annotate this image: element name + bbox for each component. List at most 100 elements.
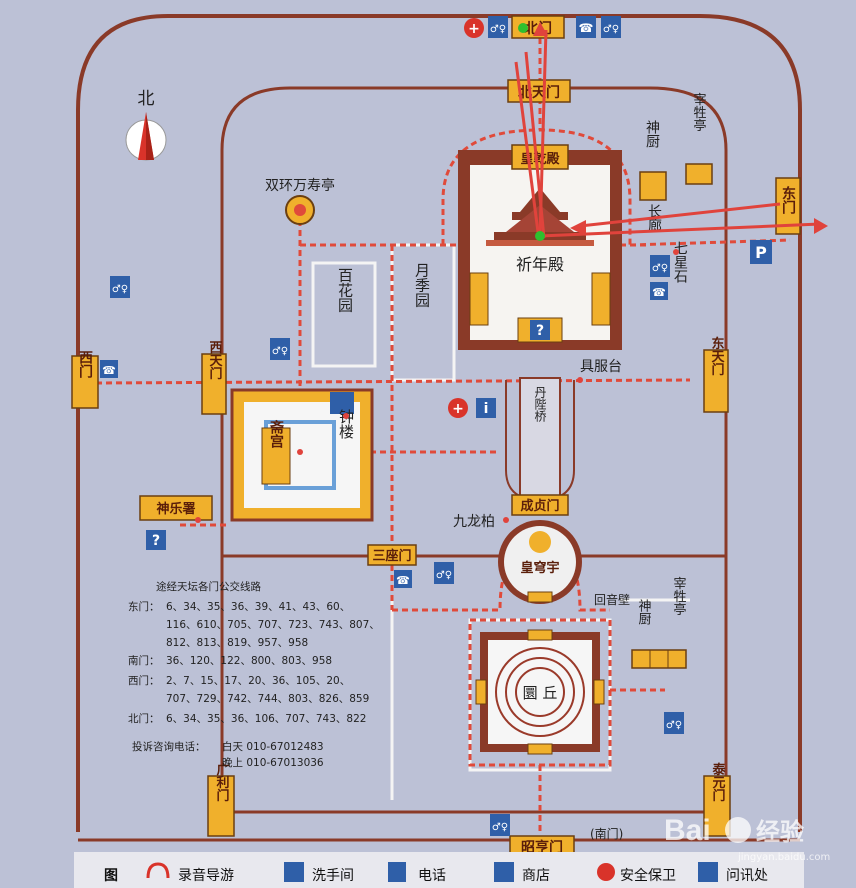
phone-icon[interactable]: ☎ bbox=[650, 282, 668, 300]
label-yuanqiu: 圜 丘 bbox=[523, 684, 558, 702]
restroom-icon[interactable]: ♂♀ bbox=[270, 338, 290, 360]
restroom-icon[interactable]: ♂♀ bbox=[650, 255, 670, 277]
svg-text:6、34、35、36、106、707、743、822: 6、34、35、36、106、707、743、822 bbox=[166, 713, 366, 725]
legend: 图 录音导游 洗手间 电话 商店 安全保卫 问讯处 bbox=[74, 852, 804, 888]
svg-text:♂♀: ♂♀ bbox=[272, 346, 288, 357]
bus-west-label: 西门： bbox=[128, 674, 160, 687]
svg-text:♂♀: ♂♀ bbox=[666, 720, 682, 731]
phone-icon bbox=[388, 862, 406, 882]
restroom-icon[interactable]: ♂♀ bbox=[664, 712, 684, 734]
legend-title: 图 bbox=[104, 868, 118, 884]
svg-text:812、813、819、957、958: 812、813、819、957、958 bbox=[166, 637, 308, 649]
svg-text:西门: 西门 bbox=[77, 350, 93, 379]
svg-text:♂♀: ♂♀ bbox=[436, 570, 452, 581]
svg-text:西天门: 西天门 bbox=[207, 341, 223, 381]
restroom-icon[interactable]: ♂♀ bbox=[488, 16, 508, 38]
svg-text:+: + bbox=[468, 21, 480, 37]
label-yueji-garden: 月季园 bbox=[413, 263, 431, 308]
label-baihua-garden: 百花园 bbox=[336, 268, 354, 313]
svg-text:36、120、122、800、803、958: 36、120、122、800、803、958 bbox=[166, 655, 332, 667]
yuanqiu-complex bbox=[475, 629, 605, 755]
bus-east-label: 东门： bbox=[128, 600, 160, 613]
label-echo-wall: 回音壁 bbox=[594, 592, 630, 607]
label-zhai-palace: 斋宫 bbox=[268, 419, 285, 448]
info-desk-icon[interactable]: ? bbox=[530, 320, 550, 340]
svg-text:经验: 经验 bbox=[756, 818, 804, 846]
watermark: Bai 经验 jingyan.baidu.com bbox=[664, 814, 830, 863]
restroom-icon[interactable]: ♂♀ bbox=[434, 562, 454, 584]
label-shenchu-south: 神厨 bbox=[636, 599, 652, 625]
shop-icon bbox=[494, 862, 514, 882]
svg-text:?: ? bbox=[152, 533, 160, 549]
label-shenchu-north: 神厨 bbox=[644, 120, 660, 148]
parking-icon[interactable]: P bbox=[750, 240, 772, 264]
svg-text:116、610、705、707、723、743、807、: 116、610、705、707、723、743、807、 bbox=[166, 619, 380, 631]
label-huangqiong-yu: 皇穹宇 bbox=[520, 560, 559, 576]
svg-text:东天门: 东天门 bbox=[709, 336, 725, 377]
gate-taiyuan[interactable]: 泰元门 bbox=[703, 762, 731, 837]
restroom-icon[interactable]: ♂♀ bbox=[110, 276, 130, 298]
svg-text:泰元门: 泰元门 bbox=[710, 762, 727, 803]
compass bbox=[125, 112, 167, 161]
svg-text:北天门: 北天门 bbox=[518, 84, 560, 101]
svg-text:2、7、15、17、20、36、105、20、: 2、7、15、17、20、36、105、20、 bbox=[166, 675, 350, 687]
label-shuanghuan-pavilion: 双环万寿亭 bbox=[265, 177, 335, 194]
south-gate-note: (南门) bbox=[590, 826, 623, 841]
security-icon bbox=[597, 863, 615, 881]
label-bell-tower: 钟楼 bbox=[337, 409, 355, 439]
audio-guide-icon bbox=[146, 862, 170, 879]
information-icon[interactable]: i bbox=[476, 398, 496, 418]
complaint-day: 白天 010-67012483 bbox=[222, 740, 324, 753]
legend-audio-guide: 录音导游 bbox=[178, 867, 234, 884]
legend-shop: 商店 bbox=[522, 868, 550, 884]
gate-east-tianmen[interactable]: 东天门 bbox=[703, 336, 729, 413]
svg-text:☎: ☎ bbox=[102, 364, 116, 377]
svg-text:三座门: 三座门 bbox=[372, 548, 411, 564]
zhai-palace bbox=[230, 388, 374, 522]
svg-text:+: + bbox=[452, 401, 464, 417]
label-zaisheng-north: 宰牲亭 bbox=[691, 92, 707, 132]
svg-text:昭亨门: 昭亨门 bbox=[521, 839, 563, 856]
label-jufu-tai: 具服台 bbox=[580, 359, 622, 375]
svg-text:☎: ☎ bbox=[396, 574, 410, 587]
svg-text:☎: ☎ bbox=[579, 21, 594, 35]
phone-icon[interactable]: ☎ bbox=[394, 570, 412, 588]
label-zaisheng-south: 宰牲亭 bbox=[671, 576, 687, 616]
svg-text:成贞门: 成贞门 bbox=[520, 498, 559, 514]
complaint-label: 投诉咨询电话： bbox=[132, 740, 206, 753]
svg-text:Bai: Bai bbox=[664, 814, 711, 847]
info-icon bbox=[698, 862, 718, 882]
svg-text:6、34、35、36、39、41、43、60、: 6、34、35、36、39、41、43、60、 bbox=[166, 601, 350, 613]
legend-info: 问讯处 bbox=[726, 868, 768, 884]
complaint-night: 晚上 010-67013036 bbox=[222, 757, 324, 769]
phone-icon[interactable]: ☎ bbox=[576, 16, 596, 38]
svg-text:东门: 东门 bbox=[780, 185, 796, 215]
svg-text:广利门: 广利门 bbox=[214, 762, 230, 803]
svg-text:♂♀: ♂♀ bbox=[492, 822, 508, 833]
inner-wall bbox=[220, 86, 728, 814]
info-desk-icon[interactable]: ? bbox=[146, 530, 166, 550]
restroom-icon[interactable]: ♂♀ bbox=[490, 814, 510, 836]
label-seven-stars: 七星石 bbox=[672, 241, 688, 283]
svg-text:♂♀: ♂♀ bbox=[112, 284, 128, 295]
label-shenyue-shu: 神乐署 bbox=[156, 501, 195, 517]
gate-west-tianmen[interactable]: 西天门 bbox=[201, 341, 227, 415]
bus-north-label: 北门： bbox=[128, 712, 160, 725]
gate-chengzhen[interactable]: 成贞门 bbox=[511, 494, 569, 516]
first-aid-icon[interactable]: + bbox=[464, 18, 484, 38]
gate-guangli[interactable]: 广利门 bbox=[207, 762, 235, 837]
svg-text:♂♀: ♂♀ bbox=[652, 263, 668, 274]
svg-text:☎: ☎ bbox=[652, 286, 666, 299]
gate-sanzuo[interactable]: 三座门 bbox=[367, 544, 417, 566]
phone-icon[interactable]: ☎ bbox=[100, 360, 118, 378]
svg-text:P: P bbox=[755, 243, 767, 262]
bus-south-label: 南门： bbox=[128, 654, 160, 667]
label-qinian-hall: 祈年殿 bbox=[516, 255, 564, 274]
compass-north: 北 bbox=[138, 89, 155, 109]
restroom-icon[interactable]: ♂♀ bbox=[601, 16, 621, 38]
first-aid-icon[interactable]: + bbox=[448, 398, 468, 418]
bus-info: 途经天坛各门公交线路 东门： 6、34、35、36、39、41、43、60、 1… bbox=[128, 580, 380, 769]
svg-text:♂♀: ♂♀ bbox=[490, 24, 506, 35]
gate-west[interactable]: 西门 bbox=[71, 350, 99, 409]
